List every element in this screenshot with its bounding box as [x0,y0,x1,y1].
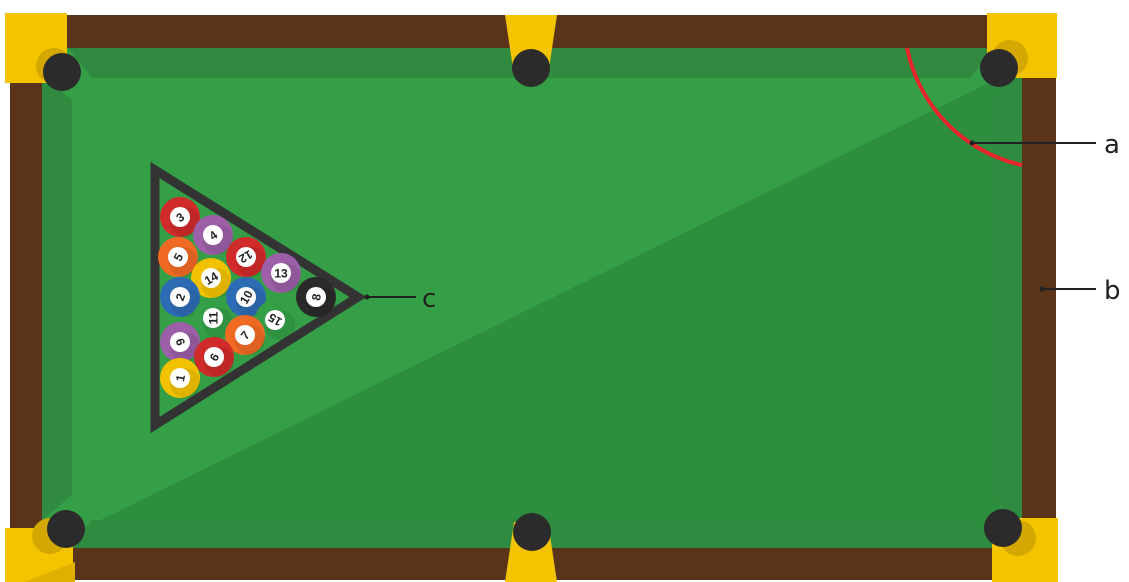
callout-label-c: c [422,284,436,314]
ball-4: 4 [193,215,233,255]
pocket-top-left [43,53,81,91]
ball-11-label: 11 [207,311,221,324]
ball-8: 8 [296,277,336,317]
ball-12: 12 [226,237,266,277]
pocket-bottom-middle [513,513,551,551]
ball-13-label: 13 [274,267,288,281]
ball-6: 6 [194,337,234,377]
callout-label-b: b [1104,276,1121,306]
pocket-bottom-right [984,509,1022,547]
ball-2: 2 [160,277,200,317]
pocket-top-middle [512,49,550,87]
ball-13: 13 [261,253,301,293]
left-cushion [42,75,72,520]
ball-1: 1 [160,358,200,398]
callout-label-a: a [1104,130,1120,160]
pocket-top-right [980,49,1018,87]
ball-9: 9 [160,322,200,362]
pocket-bottom-left [47,510,85,548]
ball-5: 5 [158,237,198,277]
